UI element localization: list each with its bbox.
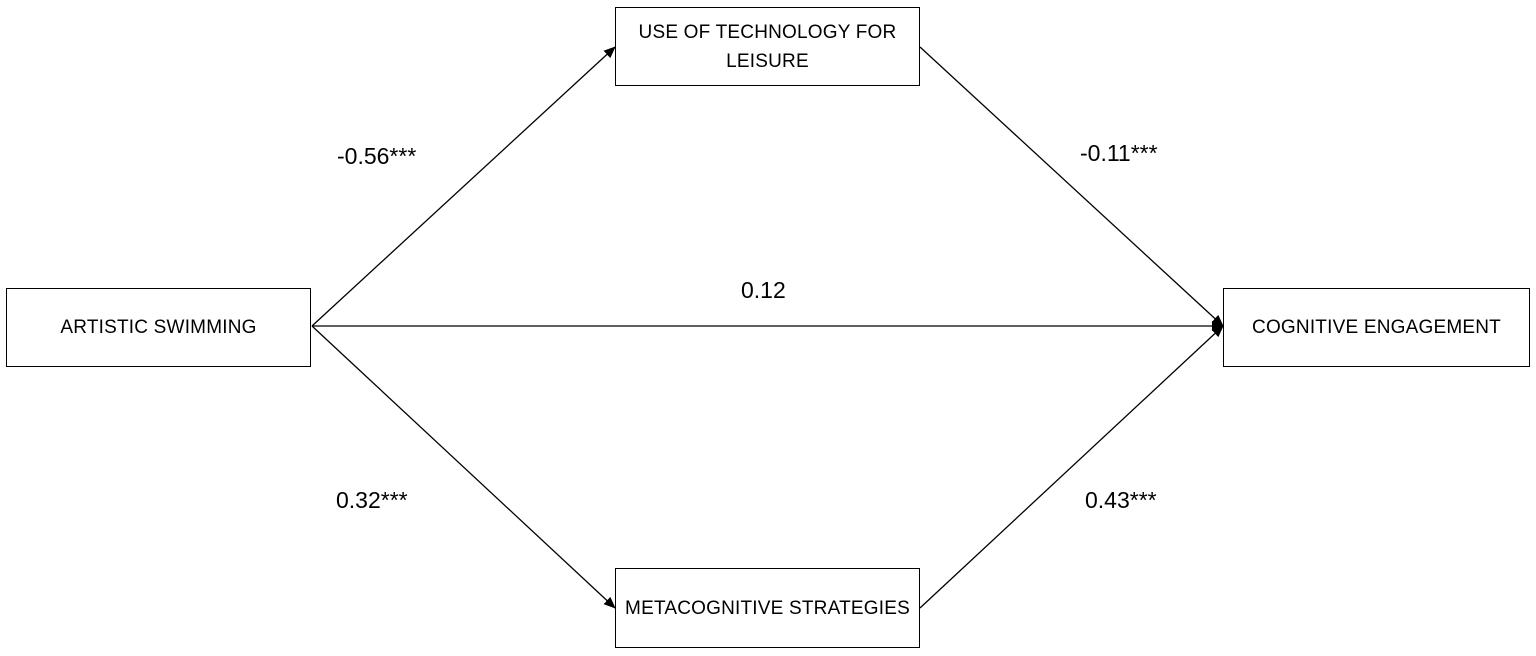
arrow-swimming-to-technology: [311, 46, 616, 327]
node-metacognitive-strategies-label: METACOGNITIVE STRATEGIES: [625, 597, 910, 619]
arrow-technology-to-engagement: [919, 46, 1224, 327]
coefficient-swimming-to-engagement: 0.12: [741, 277, 786, 303]
node-metacognitive-strategies: METACOGNITIVE STRATEGIES: [615, 568, 920, 648]
node-cognitive-engagement: COGNITIVE ENGAGEMENT: [1223, 288, 1530, 367]
arrow-metacognitive-to-engagement: [919, 325, 1224, 609]
node-use-of-technology-label-line1: USE OF TECHNOLOGY FOR: [638, 21, 897, 43]
node-cognitive-engagement-label: COGNITIVE ENGAGEMENT: [1252, 317, 1501, 338]
arrow-swimming-to-metacognitive: [311, 325, 616, 609]
node-artistic-swimming-label: ARTISTIC SWIMMING: [60, 317, 257, 338]
coefficient-metacognitive-to-engagement: 0.43***: [1085, 487, 1157, 513]
node-use-of-technology-label-line2: LEISURE: [726, 50, 809, 72]
node-use-of-technology: USE OF TECHNOLOGY FOR LEISURE: [615, 7, 920, 86]
node-artistic-swimming: ARTISTIC SWIMMING: [6, 288, 311, 367]
coefficient-technology-to-engagement: -0.11***: [1080, 140, 1158, 166]
coefficient-swimming-to-technology: -0.56***: [337, 143, 417, 169]
coefficient-swimming-to-metacognitive: 0.32***: [336, 487, 408, 513]
